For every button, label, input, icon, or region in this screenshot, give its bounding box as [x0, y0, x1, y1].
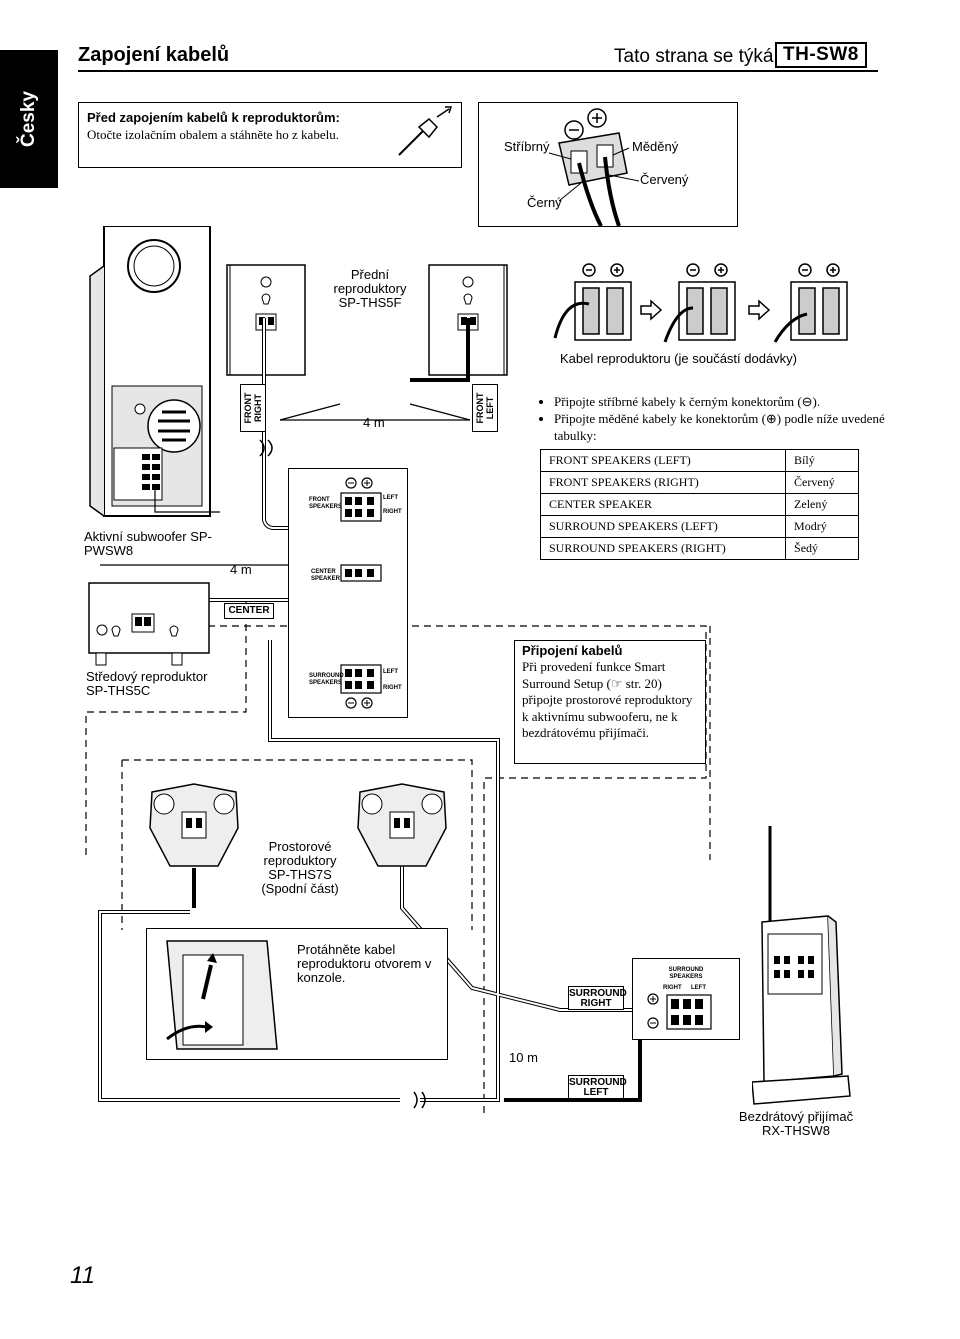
front-right-tag: FRONT RIGHT: [240, 384, 266, 432]
page-number: 11: [70, 1262, 95, 1289]
front-speakers-label: Přední reproduktory SP-THS5F: [333, 267, 407, 310]
front-right-tag-label: FRONT RIGHT: [243, 392, 263, 424]
terminal-illustration: [548, 108, 640, 226]
prep-box: Před zapojením kabelů k reproduktorům: O…: [78, 102, 462, 168]
subwoofer-terminal-panel: FRONT SPEAKERS LEFT RIGHT CENTER SPEAKER…: [288, 468, 408, 718]
panel-center-speaker: CENTER SPEAKER: [311, 569, 341, 582]
cable-strip-icon: [398, 106, 453, 156]
bracket-label: Protáhněte kabel reproduktoru otvorem v …: [297, 942, 432, 985]
connection-heading: Připojení kabelů: [522, 643, 623, 658]
front-cable-length: 4 m: [363, 415, 385, 430]
notes: Připojte stříbrné kabely k černým konekt…: [540, 393, 900, 444]
applies-to-text: Tato strana se týká: [614, 46, 774, 67]
table-row: SURROUND SPEAKERS (LEFT)Modrý: [539, 515, 859, 538]
table-row: SURROUND SPEAKERS (RIGHT)Šedý: [539, 537, 859, 560]
silver-label: Stříbrný: [504, 139, 550, 154]
language-tab: Česky: [0, 50, 58, 188]
table-row: FRONT SPEAKERS (LEFT)Bílý: [539, 449, 859, 472]
surround-right-speaker-illustration: [357, 783, 447, 867]
model-badge: TH-SW8: [775, 42, 867, 68]
surround-left-speaker-illustration: [149, 783, 239, 867]
speaker-cell: FRONT SPEAKERS (LEFT): [539, 449, 787, 472]
prep-heading: Před zapojením kabelů k reproduktorům:: [87, 110, 340, 125]
speaker-cell: SURROUND SPEAKERS (LEFT): [539, 515, 787, 538]
receiver-terminal-panel: SURROUND SPEAKERS RIGHT LEFT: [632, 958, 740, 1040]
page-title: Zapojení kabelů: [78, 44, 230, 66]
center-tag: CENTER: [224, 603, 274, 619]
surround-right-tag: SURROUND RIGHT: [568, 986, 627, 1010]
color-table: FRONT SPEAKERS (LEFT)Bílý FRONT SPEAKERS…: [539, 449, 859, 560]
panel-surround-right: RIGHT: [383, 685, 402, 691]
surround-cable-length: 10 m: [509, 1050, 538, 1065]
note-item: Připojte měděné kabely ke konektorům (⊕)…: [554, 410, 900, 444]
connection-text: Při provedení funkce Smart Surround Setu…: [522, 659, 693, 740]
panel-front-left: LEFT: [383, 495, 398, 501]
surround-speakers-label: Prostorové reproduktory SP-THS7S (Spodní…: [261, 839, 339, 896]
receiver-panel-left: LEFT: [691, 985, 706, 991]
subwoofer-illustration: [89, 226, 211, 517]
speaker-cable-label: Kabel reproduktoru (je součástí dodávky): [560, 351, 798, 366]
panel-surround-speakers: SURROUND SPEAKERS: [309, 673, 344, 686]
black-label: Černý: [527, 195, 562, 210]
receiver-panel-terminals: [647, 993, 712, 1030]
receiver-label: Bezdrátový přijímač RX-THSW8: [738, 1109, 854, 1138]
center-speaker-label: Středový reproduktor SP-THS5C: [86, 669, 208, 698]
prep-text: Otočte izolačním obalem a stáhněte ho z …: [87, 127, 339, 142]
front-left-tag-label: FRONT LEFT: [475, 392, 495, 424]
panel-front-right: RIGHT: [383, 509, 402, 515]
speaker-cell: SURROUND SPEAKERS (RIGHT): [539, 537, 787, 560]
header-rule: [78, 70, 878, 72]
terminal-detail-box: Stříbrný Měděný Červený Černý: [478, 102, 738, 227]
receiver-panel-surround-speakers: SURROUND SPEAKERS: [668, 967, 704, 980]
cable-insertion-steps: [553, 263, 848, 343]
table-row: FRONT SPEAKERS (RIGHT)Červený: [539, 471, 859, 494]
surround-left-tag: SURROUND LEFT: [568, 1075, 627, 1099]
receiver-panel-right: RIGHT: [663, 985, 682, 991]
front-left-tag: FRONT LEFT: [472, 384, 498, 432]
copper-label: Měděný: [632, 139, 679, 154]
color-cell: Šedý: [785, 537, 859, 560]
bracket-illustration: [166, 940, 278, 1050]
bracket-box: Protáhněte kabel reproduktoru otvorem v …: [146, 928, 448, 1060]
wireless-receiver-illustration: [752, 826, 851, 1105]
panel-front-speakers: FRONT SPEAKERS: [309, 497, 343, 510]
panel-terminals: [340, 477, 382, 709]
subwoofer-label: Aktivní subwoofer SP-PWSW8: [84, 529, 212, 558]
panel-surround-left: LEFT: [383, 669, 398, 675]
center-speaker-illustration: [88, 582, 210, 666]
front-left-speaker-illustration: [428, 264, 508, 376]
note-item: Připojte stříbrné kabely k černým konekt…: [554, 393, 900, 410]
connection-box: Připojení kabelů Při provedení funkce Sm…: [514, 640, 706, 764]
red-label: Červený: [640, 172, 689, 187]
center-cable-length: 4 m: [230, 562, 252, 577]
